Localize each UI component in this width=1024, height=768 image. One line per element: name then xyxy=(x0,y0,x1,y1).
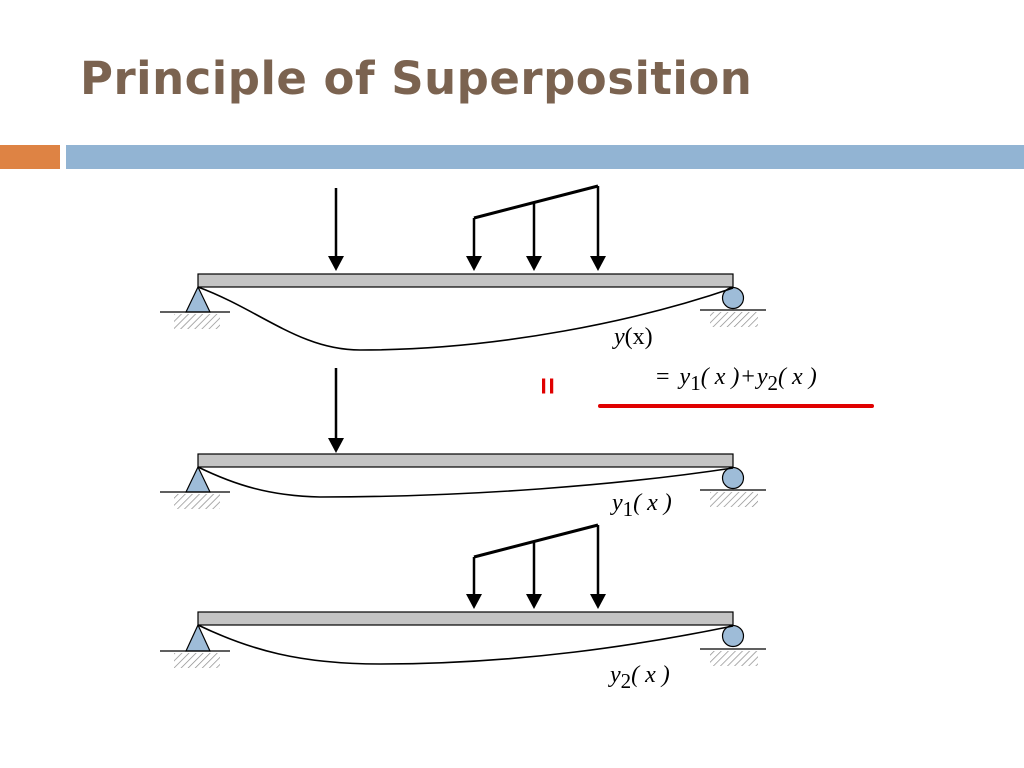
roller-support xyxy=(721,286,745,310)
distributed-load-arrowhead xyxy=(526,256,542,271)
deflection-label-case-2: y2( x ) xyxy=(608,662,670,693)
ground-hatch xyxy=(174,653,220,668)
deflection-curve xyxy=(197,286,734,351)
distributed-load-arrowhead xyxy=(590,256,606,271)
distributed-load-top-line xyxy=(473,523,599,559)
ground-hatch xyxy=(710,492,758,507)
accent-bar-blue xyxy=(66,145,1024,169)
beam xyxy=(197,453,734,468)
deflection-curve xyxy=(197,624,734,665)
roller-support xyxy=(721,466,745,490)
page-title: Principle of Superposition xyxy=(80,52,753,105)
deflection-label-total: y(x) xyxy=(612,324,653,350)
ground-hatch xyxy=(710,312,758,327)
roller-support xyxy=(721,624,745,648)
deflection-curve xyxy=(197,466,734,498)
point-load-arrowhead xyxy=(328,256,344,271)
distributed-load-arrowhead xyxy=(526,594,542,609)
beam-combined: y(x) =y1( x )+y2( x ) xyxy=(160,184,874,408)
ground-hatch xyxy=(710,651,758,666)
ground-hatch xyxy=(174,494,220,509)
distributed-load-arrowhead xyxy=(590,594,606,609)
beam xyxy=(197,273,734,288)
beam-case-1: y1( x ) xyxy=(160,368,766,521)
distributed-load-arrowhead xyxy=(466,594,482,609)
distributed-load-top-line xyxy=(473,184,599,220)
equals-sign: = xyxy=(531,377,564,395)
point-load-arrowhead xyxy=(328,438,344,453)
beam-case-2: y2( x ) xyxy=(160,523,766,693)
distributed-load-arrowhead xyxy=(466,256,482,271)
accent-bar-orange xyxy=(0,145,60,169)
superposition-equation: =y1( x )+y2( x ) xyxy=(656,364,817,395)
deflection-label-case-1: y1( x ) xyxy=(610,490,672,521)
beam xyxy=(197,611,734,626)
ground-hatch xyxy=(174,314,220,329)
